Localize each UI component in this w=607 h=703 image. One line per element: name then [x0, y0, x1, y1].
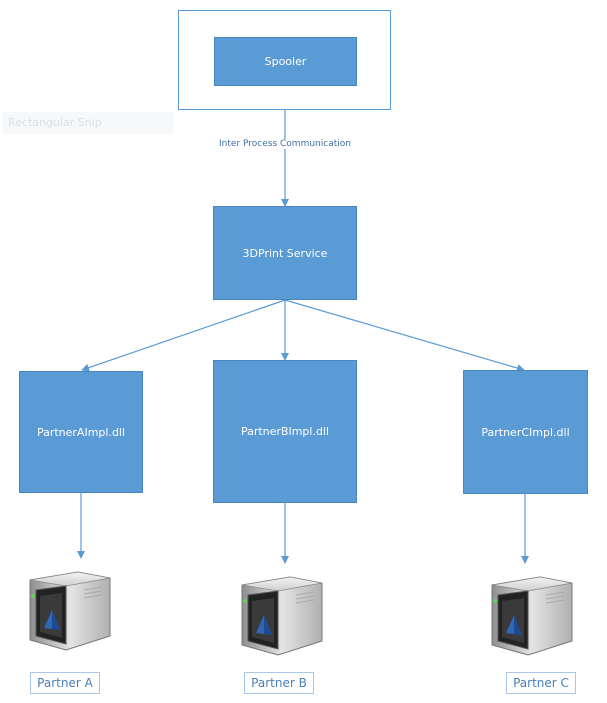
connector-service-to-partner-c — [284, 299, 525, 372]
partner-b-label: Partner B — [244, 672, 314, 694]
partner-a-dll-box: PartnerAImpl.dll — [19, 371, 143, 493]
3d-printer-icon — [491, 576, 573, 656]
partner-c-dll-box: PartnerCImpl.dll — [463, 370, 588, 494]
partner-c-label: Partner C — [506, 672, 576, 694]
snip-watermark: Rectangular Snip — [2, 112, 174, 134]
connector-service-to-partner-a — [81, 299, 286, 372]
3d-printer-icon — [29, 571, 111, 651]
spooler-box: Spooler — [214, 37, 357, 86]
partner-a-label: Partner A — [30, 672, 100, 694]
service-box: 3DPrint Service — [213, 206, 357, 300]
partner-b-dll-box: PartnerBImpl.dll — [213, 360, 357, 503]
3d-printer-icon — [241, 576, 323, 656]
ipc-label: Inter Process Communication — [200, 139, 370, 149]
